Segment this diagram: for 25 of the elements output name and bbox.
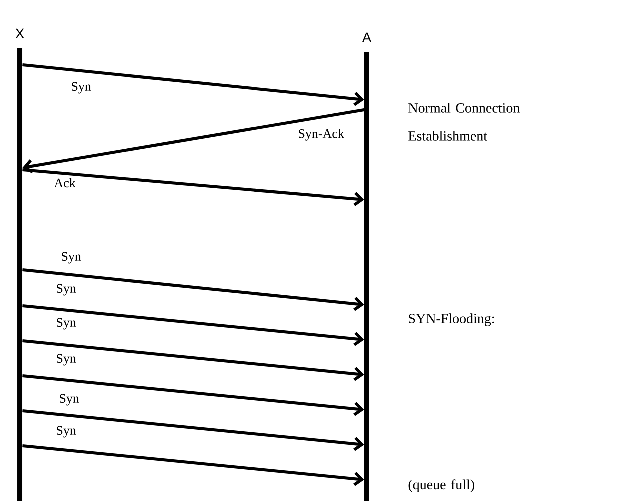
edge-label: Syn — [57, 318, 76, 330]
note-text: SYN-Flooding: — [409, 314, 494, 326]
edge-label: Syn — [57, 354, 76, 366]
edge-label: Syn-Ack — [299, 129, 344, 141]
lifeline: X — [16, 28, 24, 501]
arrow — [22, 108, 365, 174]
arrow — [22, 304, 364, 346]
arrow — [22, 410, 364, 452]
arrow — [22, 340, 364, 382]
edge-label: Syn — [72, 82, 92, 94]
arrow — [22, 64, 364, 106]
arrow — [22, 268, 364, 312]
edge-label: Syn — [57, 426, 76, 438]
lifeline: A — [362, 32, 372, 501]
edge-label: Syn — [57, 284, 76, 296]
note-text: (queue full) — [408, 480, 474, 492]
arrow — [22, 168, 364, 206]
edge-label: Syn — [60, 394, 80, 406]
node-label: X — [16, 28, 24, 38]
note-text: Normal Connection Establishment — [408, 103, 520, 141]
arrow — [22, 374, 364, 416]
edge-label: Ack — [54, 178, 76, 188]
arrow — [22, 444, 364, 486]
node-label: A — [362, 32, 372, 42]
edge-label: Syn — [62, 252, 82, 264]
